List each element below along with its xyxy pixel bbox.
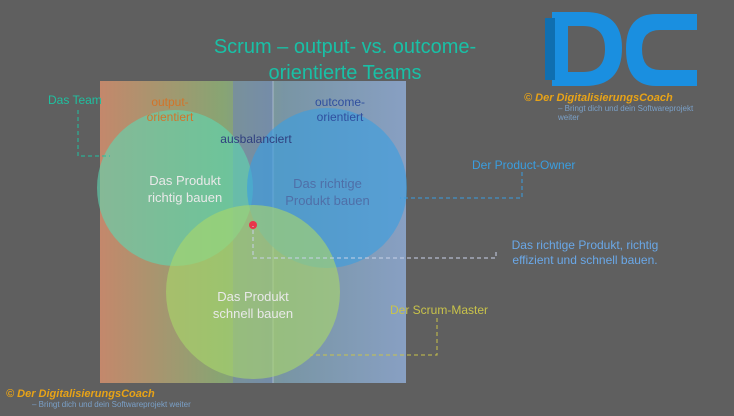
po-callout-line [400,172,523,199]
brand-name-bottom: © Der DigitalisierungsCoach [6,388,155,400]
sm-callout-line [310,318,438,356]
sm-circle-label: Das Produkt schnell bauen [212,289,294,321]
logo-d-shadow [545,18,555,80]
outcome-column-label: outcome- orientiert [314,95,366,124]
brand-top: © Der DigitalisierungsCoach – Bringt dic… [524,92,714,122]
brand-tagline: – Bringt dich und dein Softwareprojekt w… [558,104,694,122]
brand-name: © Der DigitalisierungsCoach [524,92,673,104]
team-circle-label: Das Produkt richtig bauen [147,173,223,205]
center-dot [249,221,257,229]
po-circle-label: Das richtige Produkt bauen [285,176,370,208]
team-callout-line [77,110,110,157]
logo-d-letter [552,12,622,86]
team-callout: Das Team [48,93,102,107]
sm-callout: Der Scrum-Master [390,303,489,317]
scrum-master-circle [166,205,340,379]
output-column-label: output- orientiert [146,95,194,124]
brand-bottom: © Der DigitalisierungsCoach – Bringt dic… [6,388,226,409]
center-callout-line [252,226,497,259]
logo-c-letter [626,14,697,86]
po-callout: Der Product-Owner [472,158,576,172]
balanced-column-label: ausbalanciert [220,132,292,146]
diagram-title: Scrum – output- vs. outcome- orientierte… [213,36,477,84]
brand-tagline-bottom: – Bringt dich und dein Softwareprojekt w… [32,400,191,409]
dc-logo [545,12,697,86]
center-callout: Das richtige Produkt, richtig effizient … [511,238,659,267]
